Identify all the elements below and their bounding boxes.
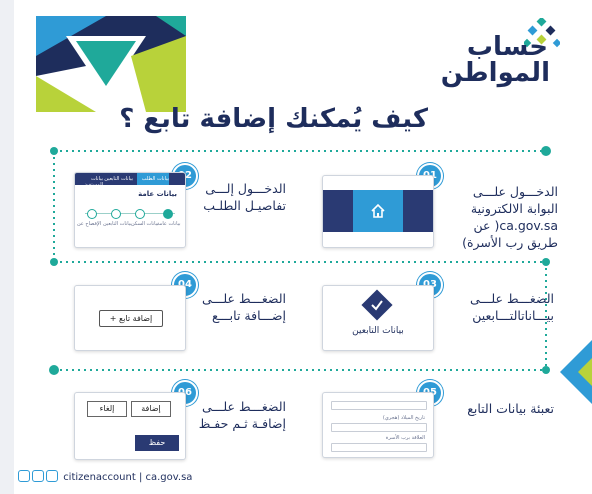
decorative-banner xyxy=(36,16,186,112)
logo-line-1: حساب xyxy=(466,32,548,62)
progress-step-3: بيانات التابعين xyxy=(103,221,132,227)
instagram-icon[interactable] xyxy=(32,470,44,482)
page-title: كيف يُمكنك إضافة تابع ؟ xyxy=(119,104,428,134)
logo-mark-icon xyxy=(524,18,560,48)
youtube-icon[interactable] xyxy=(46,470,58,482)
step-01-card xyxy=(322,175,434,248)
form-field-dob[interactable] xyxy=(331,423,427,432)
step-05-card: تاريخ الميلاد (هجري) العلاقة برب الأسرة xyxy=(322,392,434,458)
social-handle: citizenaccount xyxy=(63,472,136,483)
step-04-text: الضغـــط علـــى إضـــافة تابـــع xyxy=(202,291,286,323)
step-06-text: الضغـــط علـــى إضافـة ثـم حفـظ xyxy=(198,399,286,431)
tab-request[interactable]: بيانات الطلب xyxy=(141,176,169,182)
dependents-data-label: بيانات التابعين xyxy=(352,326,404,336)
progress-step-1: بيانات عامة xyxy=(157,221,181,227)
form-field-0[interactable] xyxy=(331,401,427,410)
twitter-icon[interactable] xyxy=(18,470,30,482)
step-06-card: إلغاء إضافة حفظ xyxy=(74,392,186,460)
footer: citizenaccount | ca.gov.sa xyxy=(18,470,192,483)
left-strip xyxy=(0,0,14,494)
step-03-card[interactable]: بيانات التابعين xyxy=(322,285,434,351)
tab-beneficiary[interactable]: بيانات المستفيد xyxy=(84,176,103,188)
progress-step-2: بيانات السكن xyxy=(131,221,159,227)
website-link[interactable]: ca.gov.sa xyxy=(145,472,193,483)
tab-dependents[interactable]: بيانات التابعين xyxy=(104,176,133,182)
field-relation-label: العلاقة برب الأسرة xyxy=(385,435,425,441)
checkmark-icon xyxy=(371,300,383,311)
logo xyxy=(442,18,572,108)
step-01-text: الدخـــول علـــى البوابة الالكترونية ca.… xyxy=(462,184,558,250)
add-button[interactable]: إضافة xyxy=(131,401,171,417)
card2-heading: بيانات عامة xyxy=(138,190,177,198)
form-field-relation[interactable] xyxy=(331,443,427,452)
footer-separator: | xyxy=(138,472,143,483)
step-04-card: إضافة تابع + xyxy=(74,285,186,351)
save-button[interactable]: حفظ xyxy=(135,435,179,451)
progress-step-4: الإفصاح عن xyxy=(77,221,102,227)
field-dob-label: تاريخ الميلاد (هجري) xyxy=(382,415,425,421)
step-05-text: تعبئة بيانات التابع xyxy=(467,401,554,416)
step-02-card: بيانات الطلب بيانات التابعين بيانات المس… xyxy=(74,172,186,248)
home-icon[interactable] xyxy=(370,203,386,219)
logo-line-2: المواطن xyxy=(440,58,550,88)
step-02-text: الدخـــول إلـــى تفاصيـل الطلـب xyxy=(203,181,286,213)
step-03-text: الضغـــط علـــى بيـــاناتالتـــابعين xyxy=(470,291,554,323)
add-dependent-button[interactable]: إضافة تابع + xyxy=(99,310,163,327)
cancel-button[interactable]: إلغاء xyxy=(87,401,127,417)
